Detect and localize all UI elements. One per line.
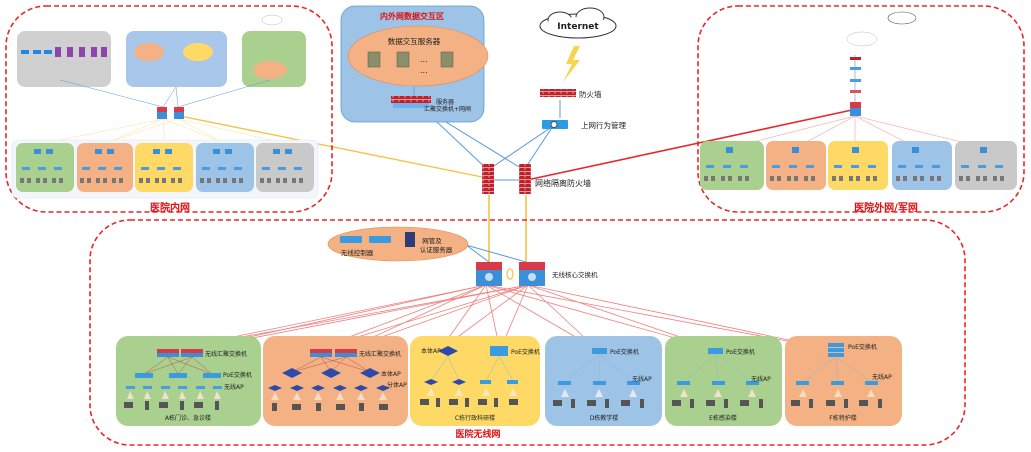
zone-internal: 医院内网 [5,5,333,214]
wireless-controller-icon-2 [369,236,391,243]
gateway-firewall-icon [391,96,431,103]
server-pool-ellipse [347,25,489,87]
server-pool-label: 数据交互服务器 [388,36,441,46]
svg-text:无线AP: 无线AP [872,373,892,381]
wireless-core-switch-2 [519,262,545,286]
svg-text:...: ... [420,66,428,75]
link-behavior-fw2 [523,125,554,171]
svg-text:汇聚交换机+网闸: 汇聚交换机+网闸 [424,105,471,113]
wireless-controller-icon-1 [340,236,362,243]
building-c-label: C栋行政科研楼 [455,414,495,422]
zone-wireless-border [89,219,966,446]
wireless-core-label: 无线核心交换机 [552,270,598,279]
svg-text:PoE交换机: PoE交换机 [511,348,540,356]
zone-wireless-title: 医院无线网 [455,428,500,440]
svg-text:PoE交换机: PoE交换机 [726,348,755,356]
building-e-label: E栋感染楼 [709,414,737,422]
exchange-server-icons [367,51,454,68]
isolation-firewall-icon-2 [519,164,531,194]
building-c [410,336,540,426]
svg-text:认证服务器: 认证服务器 [420,245,453,254]
zone-external: 医院外网/军网 [697,5,1025,214]
link-behavior-fw1 [487,125,554,171]
zone-internal-title: 医院内网 [150,201,190,214]
internal-core-switches [157,107,184,119]
svg-text:PoE交换机: PoE交换机 [610,348,639,356]
building-a [116,336,261,426]
auth-server-icon [405,232,415,247]
svg-text:无线AP: 无线AP [751,375,771,383]
internet-path: Internet 防火墙 上网行为管理 网络隔离防火墙 [482,7,626,194]
mini-cloud-icon [261,14,283,26]
svg-text:本体AP: 本体AP [381,370,401,378]
internal-group-top-gray [17,31,111,87]
exchange-zone-title: 内外网数据交互区 [380,11,444,21]
zone-external-title: 医院外网/军网 [854,201,918,214]
link-internal-to-firewall [179,115,488,179]
zone-internal-border [5,5,333,213]
wireless-control-ellipse [327,226,469,262]
zone-exchange: 内外网数据交互区 数据交互服务器 ... ... 服务器 汇聚交换机+网闸 [340,5,489,123]
zone-wireless: 无线控制器 网管及 认证服务器 无线核心交换机 [89,219,966,446]
firewall-label: 防火墙 [579,89,602,99]
svg-text:服务器: 服务器 [436,98,454,106]
building-f-label: F栋特护楼 [829,414,856,422]
building-d-label: D栋教学楼 [590,414,619,422]
zone-external-border [697,5,1025,213]
internet-cloud-icon [539,7,617,39]
link-external-to-firewall [526,109,853,181]
svg-text:无线AP: 无线AP [224,383,244,391]
external-internet-cloud-icon [887,11,917,25]
external-provider-cloud-icon [846,31,878,47]
isolation-firewall-icon-1 [482,164,494,194]
internal-building-devices [20,149,303,183]
svg-text:无线汇聚交换机: 无线汇聚交换机 [205,350,247,358]
external-core-switch [850,102,861,116]
svg-text:无线汇聚交换机: 无线汇聚交换机 [359,350,401,358]
lightning-icon [563,46,580,82]
svg-text:本体AP: 本体AP [421,347,441,355]
firewall-icon [540,89,576,97]
internet-label: Internet [557,22,599,32]
building-a-label: A栋门诊、急诊楼 [165,414,211,422]
server-icons [55,47,107,57]
links [169,100,853,351]
building-b [263,336,408,426]
svg-text:无线控制器: 无线控制器 [341,248,374,257]
gateway-switch-icon [393,103,429,108]
svg-text:网管及: 网管及 [422,236,442,245]
wireless-core-switch-1 [476,262,502,286]
svg-text:PoE交换机: PoE交换机 [223,371,252,379]
svg-text:无线AP: 无线AP [632,375,652,383]
stack-link-icon [506,268,514,280]
svg-text:PoE交换机: PoE交换机 [848,343,877,351]
svg-text:...: ... [420,55,428,64]
svg-text:分体AP: 分体AP [387,381,407,389]
isolation-firewall-label: 网络隔离防火墙 [535,178,591,188]
behavior-mgmt-label: 上网行为管理 [581,120,626,130]
